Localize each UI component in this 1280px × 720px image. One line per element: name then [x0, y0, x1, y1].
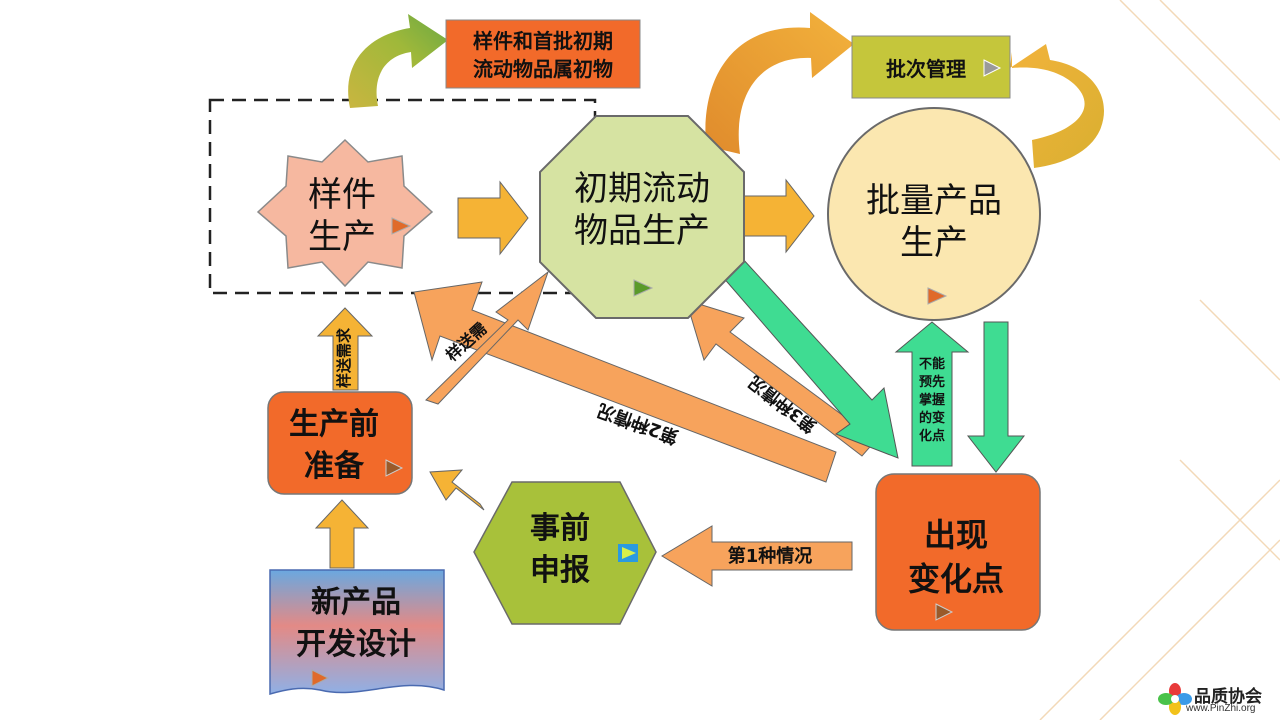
play-icon — [633, 279, 654, 297]
arrow-report-to-prep — [429, 469, 485, 511]
curved-arrow-left — [348, 14, 448, 108]
play-icon — [983, 59, 1002, 77]
node-change-point[interactable]: 出现 变化点 — [875, 473, 1041, 631]
play-icon — [622, 547, 636, 559]
arrow-mass-to-change — [966, 321, 1026, 473]
report-line1: 事前 — [530, 511, 590, 546]
mass-production-line2: 生产 — [900, 223, 968, 263]
footer-brand: 品质协会 — [1194, 687, 1262, 707]
arrow-case1 — [661, 525, 853, 587]
initial-production-line1: 初期流动 — [574, 169, 710, 209]
change-line1: 出现 — [924, 516, 988, 554]
design-line2: 开发设计 — [296, 627, 416, 662]
svg-text:掌握: 掌握 — [919, 392, 945, 408]
report-line2: 申报 — [530, 553, 590, 588]
play-icon — [927, 287, 948, 305]
play-icon — [311, 669, 330, 687]
arrow-design-to-prep — [314, 499, 370, 569]
svg-text:预先: 预先 — [919, 374, 945, 390]
arrow-sample-to-initial — [457, 180, 529, 256]
node-new-product-design[interactable]: 新产品 开发设计 — [269, 569, 445, 695]
arrow-prep-to-sample — [316, 307, 374, 391]
arrow-initial-to-change — [721, 257, 899, 459]
label-case1: 第1种情况 — [728, 545, 813, 567]
svg-text:不能: 不能 — [919, 356, 945, 372]
arrow-initial-to-mass — [743, 178, 815, 254]
initial-production-line2: 物品生产 — [574, 211, 710, 251]
node-pre-production-prep[interactable]: 生产前 准备 — [267, 391, 413, 495]
flower-logo-icon — [1158, 683, 1192, 715]
play-icon — [935, 603, 954, 621]
footer-logo: 品质协会 www.PinZhi.org — [1158, 680, 1278, 718]
curved-arrow-right-loop — [1010, 44, 1105, 168]
background-lines — [1039, 0, 1280, 720]
node-sample-production[interactable]: 样件 生产 — [256, 138, 434, 288]
sample-production-line2: 生产 — [308, 217, 376, 257]
label-unpredictable-change: 不能 预先 掌握 的变 化点 — [919, 356, 945, 444]
curved-arrow-top-right — [705, 12, 854, 154]
design-line1: 新产品 — [311, 585, 401, 620]
footer-url[interactable]: www.PinZhi.org — [1186, 703, 1256, 714]
svg-text:化点: 化点 — [919, 428, 945, 444]
label-sample-supply-vertical: 样送需求 — [335, 327, 353, 388]
node-initial-flow-production[interactable]: 初期流动 物品生产 — [539, 115, 745, 319]
mass-production-line1: 批量产品 — [866, 181, 1002, 221]
arrow-sample-supply — [425, 270, 550, 405]
play-icon — [391, 217, 412, 235]
callout-initial-goods: 样件和首批初期 流动物品属初物 — [445, 19, 641, 89]
node-mass-production[interactable]: 批量产品 生产 — [827, 107, 1041, 321]
batch-management-label: 批次管理 — [886, 57, 966, 81]
callout-line1: 样件和首批初期 — [473, 29, 613, 53]
prep-line2: 准备 — [304, 449, 365, 484]
callout-line2: 流动物品属初物 — [473, 57, 613, 81]
change-line2: 变化点 — [908, 560, 1004, 598]
prep-line1: 生产前 — [289, 407, 379, 442]
sample-production-line1: 样件 — [308, 175, 376, 215]
play-icon — [385, 459, 404, 477]
arrow-case2 — [413, 281, 837, 483]
node-advance-report[interactable]: 事前 申报 — [473, 481, 657, 625]
arrow-change-to-mass — [894, 321, 970, 467]
svg-text:的变: 的变 — [919, 410, 945, 426]
callout-batch-management[interactable]: 批次管理 — [851, 35, 1011, 99]
initial-goods-dashed-region — [208, 98, 597, 295]
